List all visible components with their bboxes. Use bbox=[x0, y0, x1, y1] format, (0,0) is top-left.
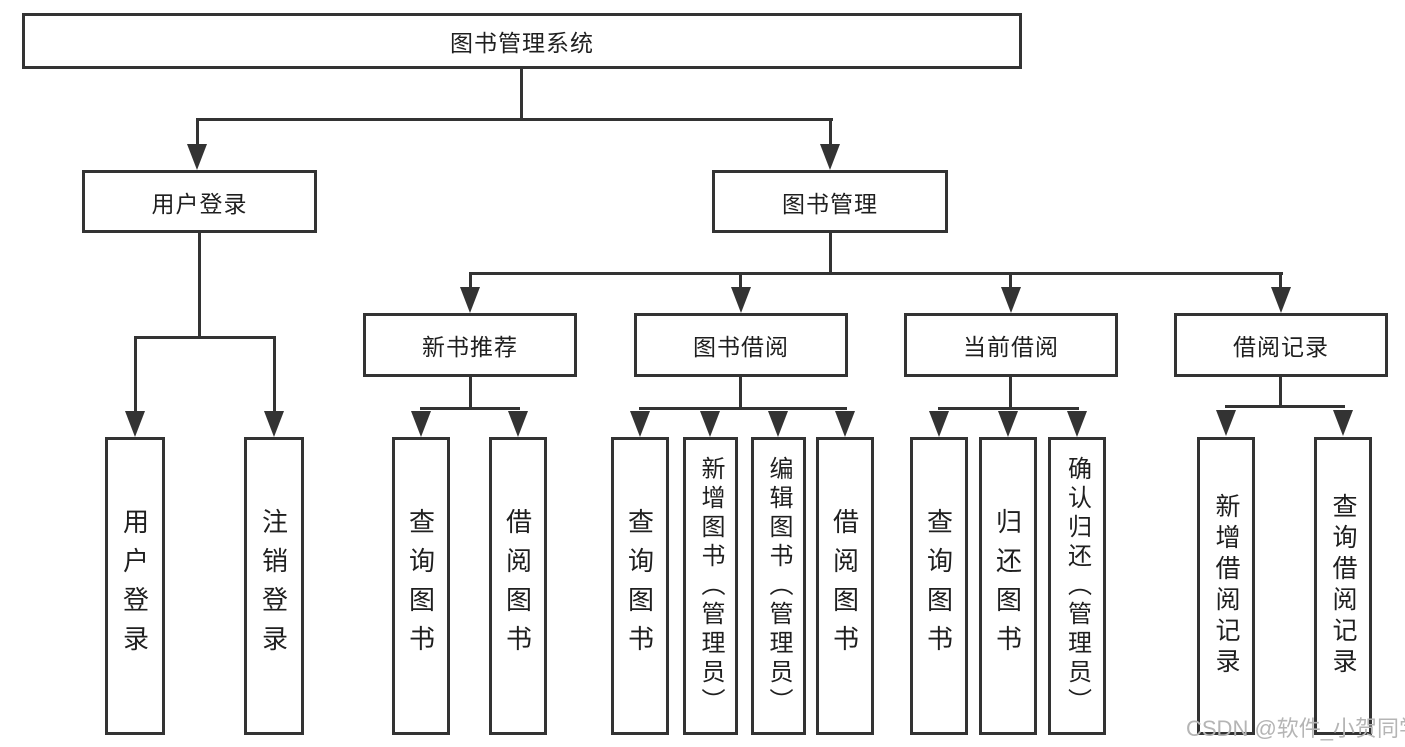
arrowhead-new-books bbox=[460, 287, 480, 313]
leaf-cb-return-books: 归还图书 bbox=[979, 437, 1037, 735]
connector-book-borrow-drop bbox=[739, 272, 742, 288]
arrowhead-bb-query bbox=[630, 411, 650, 437]
connector-root-rail bbox=[196, 118, 833, 121]
arrowhead-nb-query bbox=[411, 411, 431, 437]
arrowhead-leaf-login bbox=[125, 411, 145, 437]
node-book-borrow: 图书借阅 bbox=[634, 313, 848, 377]
arrowhead-bb-borrow bbox=[835, 411, 855, 437]
arrowhead-leaf-logout bbox=[264, 411, 284, 437]
leaf-user-login: 用户登录 bbox=[105, 437, 165, 735]
connector-user-login-drop bbox=[196, 118, 199, 146]
arrowhead-br-query bbox=[1333, 410, 1353, 436]
node-current-borrow: 当前借阅 bbox=[904, 313, 1118, 377]
connector-book-borrow-stem bbox=[739, 377, 742, 407]
connector-book-mgmt-drop bbox=[829, 118, 832, 146]
node-root: 图书管理系统 bbox=[22, 13, 1022, 69]
node-book-mgmt: 图书管理 bbox=[712, 170, 948, 233]
leaf-bb-borrow-books: 借阅图书 bbox=[816, 437, 874, 735]
arrowhead-borrow-records bbox=[1271, 287, 1291, 313]
arrowhead-bb-edit bbox=[768, 411, 788, 437]
arrowhead-cb-confirm bbox=[1067, 411, 1087, 437]
leaf-br-query-record: 查询借阅记录 bbox=[1314, 437, 1372, 735]
connector-user-rail bbox=[134, 336, 276, 339]
leaf-nb-query-books: 查询图书 bbox=[392, 437, 450, 735]
leaf-logout: 注销登录 bbox=[244, 437, 304, 735]
connector-borrow-records-stem bbox=[1279, 377, 1282, 406]
leaf-bb-add-books-admin: 新增图书（管理员） bbox=[683, 437, 738, 735]
arrowhead-current-borrow bbox=[1001, 287, 1021, 313]
connector-leaf-logout-drop bbox=[273, 336, 276, 412]
connector-new-books-drop bbox=[469, 272, 472, 288]
connector-new-books-stem bbox=[469, 377, 472, 407]
connector-current-borrow-rail bbox=[938, 407, 1079, 410]
connector-mgmt-rail bbox=[469, 272, 1283, 275]
connector-user-stem bbox=[198, 233, 201, 336]
arrowhead-cb-return bbox=[998, 411, 1018, 437]
leaf-nb-borrow-books: 借阅图书 bbox=[489, 437, 547, 735]
leaf-bb-edit-books-admin: 编辑图书（管理员） bbox=[751, 437, 806, 735]
connector-borrow-records-drop bbox=[1279, 272, 1282, 288]
node-user-login: 用户登录 bbox=[82, 170, 317, 233]
node-new-books: 新书推荐 bbox=[363, 313, 577, 377]
arrowhead-user-login bbox=[187, 144, 207, 170]
arrowhead-br-add bbox=[1216, 410, 1236, 436]
connector-book-borrow-rail bbox=[639, 407, 847, 410]
leaf-br-add-record: 新增借阅记录 bbox=[1197, 437, 1255, 735]
arrowhead-book-mgmt bbox=[820, 144, 840, 170]
connector-root-stem bbox=[520, 69, 523, 118]
connector-current-borrow-stem bbox=[1009, 377, 1012, 407]
connector-current-borrow-drop bbox=[1009, 272, 1012, 288]
arrowhead-book-borrow bbox=[731, 287, 751, 313]
connector-leaf-login-drop bbox=[134, 336, 137, 412]
csdn-watermark: CSDN @软件_小贺同学 bbox=[1186, 716, 1405, 741]
arrowhead-bb-add bbox=[700, 411, 720, 437]
leaf-cb-query-books: 查询图书 bbox=[910, 437, 968, 735]
connector-mgmt-stem bbox=[829, 233, 832, 272]
connector-borrow-records-rail bbox=[1225, 405, 1345, 408]
arrowhead-nb-borrow bbox=[508, 411, 528, 437]
arrowhead-cb-query bbox=[929, 411, 949, 437]
node-borrow-records: 借阅记录 bbox=[1174, 313, 1388, 377]
connector-new-books-rail bbox=[420, 407, 520, 410]
leaf-bb-query-books: 查询图书 bbox=[611, 437, 669, 735]
leaf-cb-confirm-return-admin: 确认归还（管理员） bbox=[1048, 437, 1106, 735]
